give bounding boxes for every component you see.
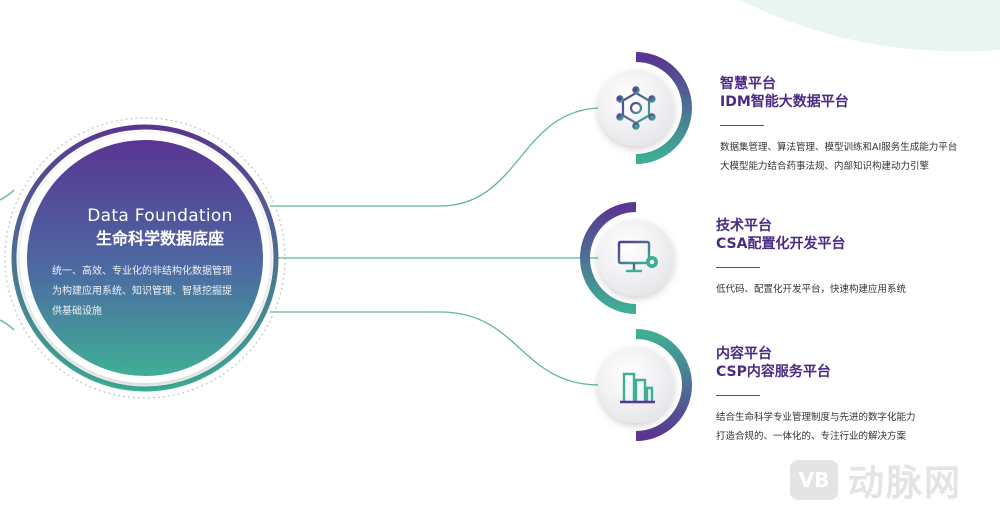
connector-smart bbox=[270, 107, 601, 207]
main-node-text: Data Foundation 生命科学数据底座 统一、高效、专业化的非结构化数… bbox=[40, 205, 280, 322]
node-smart bbox=[598, 52, 692, 164]
watermark: VB 动脉网 bbox=[790, 455, 962, 505]
main-dotted-ring bbox=[4, 117, 286, 399]
node-tech-arc bbox=[580, 202, 637, 314]
documents-icon bbox=[620, 372, 655, 404]
platform-desc-line: 低代码、配置化开发平台，快速构建应用系统 bbox=[716, 284, 907, 295]
monitor-gear-icon bbox=[617, 240, 658, 273]
platform-tech: 技术平台 CSA配置化开发平台 低代码、配置化开发平台，快速构建应用系统 bbox=[716, 217, 996, 299]
platform-subtitle: CSP内容服务平台 bbox=[716, 364, 831, 380]
main-desc-line: 供基础设施 bbox=[52, 306, 102, 317]
watermark-text: 动脉网 bbox=[848, 463, 963, 504]
platform-divider bbox=[720, 125, 764, 126]
platform-divider bbox=[716, 267, 760, 268]
watermark-logo-icon: VB bbox=[790, 460, 838, 500]
main-description: 统一、高效、专业化的非结构化数据管理 为构建应用系统、知识管理、智慧挖掘提 供基… bbox=[40, 262, 262, 322]
node-content-arc bbox=[635, 329, 692, 441]
main-outer-ring bbox=[11, 124, 279, 392]
platform-description: 结合生命科学专业管理制度与先进的数字化能力 打造合规的、一体化的、专注行业的解决… bbox=[716, 408, 996, 446]
node-tech bbox=[580, 202, 674, 314]
platform-title: 技术平台 bbox=[716, 218, 772, 234]
platform-description: 数据集管理、算法管理、模型训练和AI服务生成能力平台 大模型能力结合药事法规、内… bbox=[720, 138, 1000, 176]
platform-title: 智慧平台 bbox=[720, 76, 776, 92]
node-smart-circle bbox=[598, 70, 674, 146]
main-circle-fill bbox=[27, 140, 263, 376]
main-title-cn: 生命科学数据底座 bbox=[95, 229, 224, 248]
main-desc-line: 统一、高效、专业化的非结构化数据管理 bbox=[52, 266, 232, 277]
connector-content bbox=[270, 311, 601, 386]
connector-left-top bbox=[0, 189, 15, 201]
platform-subtitle: CSA配置化开发平台 bbox=[716, 236, 846, 252]
platform-description: 低代码、配置化开发平台，快速构建应用系统 bbox=[716, 280, 996, 299]
connector-left-bottom bbox=[0, 319, 15, 331]
platform-desc-line: 结合生命科学专业管理制度与先进的数字化能力 bbox=[716, 412, 916, 423]
platform-subtitle: IDM智能大数据平台 bbox=[720, 94, 849, 110]
node-tech-circle bbox=[598, 220, 674, 296]
network-hub-icon bbox=[616, 86, 656, 130]
platform-desc-line: 数据集管理、算法管理、模型训练和AI服务生成能力平台 bbox=[720, 142, 958, 153]
main-node bbox=[4, 117, 286, 399]
node-smart-arc bbox=[635, 52, 692, 164]
platform-smart: 智慧平台 IDM智能大数据平台 数据集管理、算法管理、模型训练和AI服务生成能力… bbox=[720, 75, 1000, 176]
platform-content: 内容平台 CSP内容服务平台 结合生命科学专业管理制度与先进的数字化能力 打造合… bbox=[716, 345, 996, 446]
main-desc-line: 为构建应用系统、知识管理、智慧挖掘提 bbox=[52, 286, 232, 297]
platform-title: 内容平台 bbox=[716, 346, 772, 362]
main-title-en: Data Foundation bbox=[87, 206, 233, 226]
node-content bbox=[598, 329, 692, 441]
platform-divider bbox=[716, 395, 760, 396]
connectors bbox=[0, 107, 601, 386]
bg-swoosh bbox=[740, 0, 1000, 52]
platform-desc-line: 大模型能力结合药事法规、内部知识构建动力引擎 bbox=[720, 161, 930, 172]
platform-desc-line: 打造合规的、一体化的、专注行业的解决方案 bbox=[716, 431, 907, 442]
